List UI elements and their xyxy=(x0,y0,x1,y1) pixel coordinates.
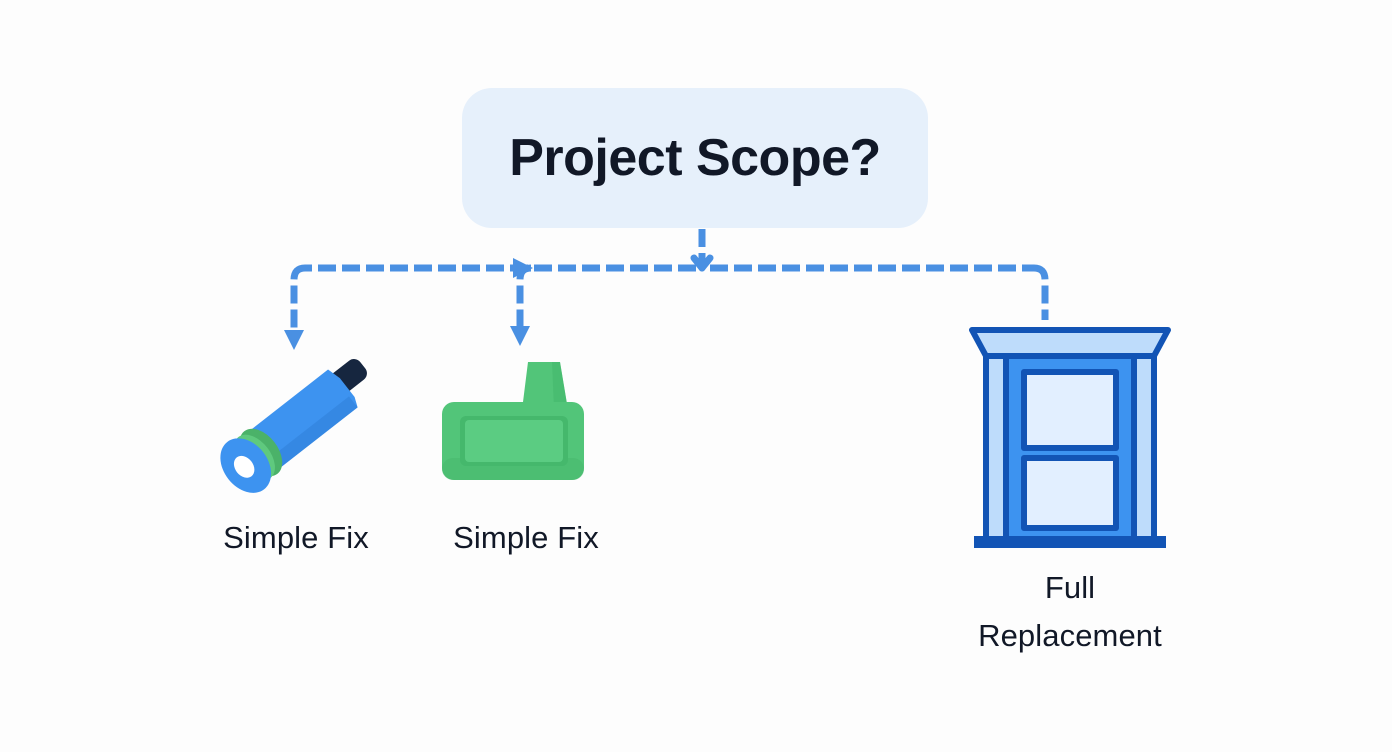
branch-label-simple-fix-2: Simple Fix xyxy=(453,520,599,555)
window-cornice xyxy=(969,327,1171,359)
decision-node-box[interactable]: Project Scope? xyxy=(462,88,928,228)
connector-branch-left xyxy=(290,264,306,336)
connector-junction-right-wing xyxy=(698,254,714,272)
branch-label-line-2: Replacement xyxy=(978,618,1162,654)
arrowhead-right-junction xyxy=(513,258,533,278)
window-icon xyxy=(962,322,1178,558)
caulk-tube-icon-svg xyxy=(220,359,367,493)
window-sill xyxy=(974,536,1166,548)
decision-node-title: Project Scope? xyxy=(509,129,881,187)
sealant-block-inset xyxy=(465,420,563,462)
arrowhead-down-middle xyxy=(510,326,530,346)
window-icon-svg xyxy=(969,327,1171,548)
sealant-block-spout-shade xyxy=(552,362,568,410)
connector-branch-right xyxy=(1033,264,1049,320)
caulk-tube-body-shade xyxy=(259,396,358,478)
window-pane-bottom xyxy=(1021,455,1119,531)
sealant-block-icon-svg xyxy=(442,362,584,480)
arrowhead-down-left xyxy=(284,330,304,350)
branch-label-simple-fix-1: Simple Fix xyxy=(223,520,369,555)
caulk-tube-icon xyxy=(205,338,405,498)
branch-label-full-replacement: Full Replacement xyxy=(950,564,1190,660)
branch-label-line-1: Full xyxy=(1044,570,1096,605)
caulk-tube-hole xyxy=(233,455,255,478)
connector-branch-middle xyxy=(516,264,532,332)
sealant-block-icon xyxy=(434,354,614,494)
window-pane-top xyxy=(1021,369,1119,451)
